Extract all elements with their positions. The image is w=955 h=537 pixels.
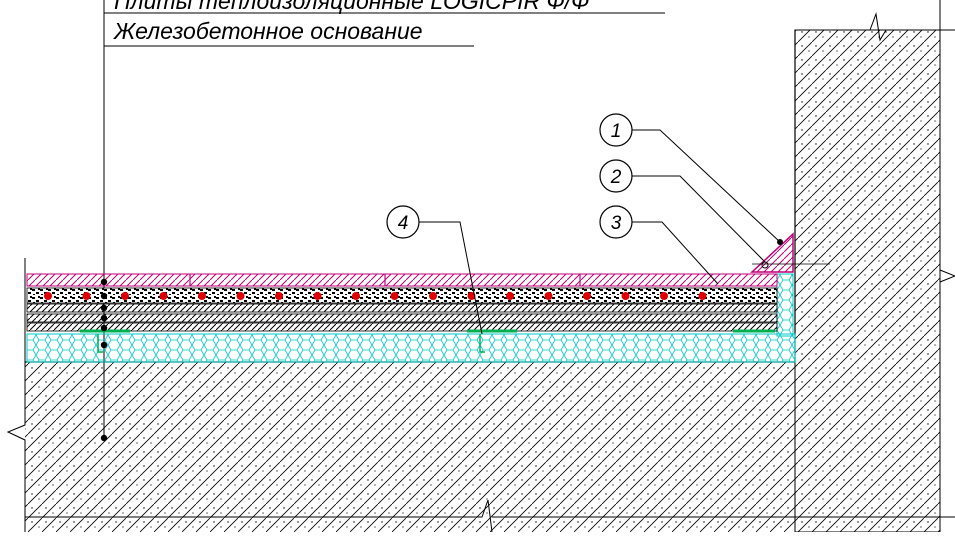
callout-3: 3: [599, 205, 719, 285]
heating-pipe: [660, 292, 668, 300]
insulation-layer: [26, 333, 796, 363]
hatched-layer-3: [26, 322, 778, 332]
heating-pipe: [82, 292, 91, 300]
break-line-right: [939, 0, 955, 532]
heating-pipe: [121, 292, 129, 300]
heating-pipes: [44, 292, 707, 300]
finish-floor-layer: [26, 273, 778, 287]
heating-pipe: [313, 292, 322, 300]
callout-1-number: 1: [611, 121, 622, 142]
heating-pipe: [621, 292, 630, 300]
wall-concrete: [794, 29, 941, 533]
heating-pipe: [44, 292, 52, 300]
heating-pipe: [506, 292, 514, 300]
break-line-bottom: [25, 499, 955, 533]
base-slab-concrete: [25, 362, 795, 532]
heating-pipe: [236, 292, 245, 300]
callout-3-number: 3: [611, 213, 622, 234]
break-line-left: [6, 258, 26, 532]
label-base: Железобетонное основание: [114, 18, 423, 44]
heating-pipe: [352, 292, 360, 300]
heating-pipe: [467, 292, 476, 300]
heating-pipe: [429, 292, 437, 300]
break-line-top: [795, 12, 955, 42]
heating-pipe: [198, 292, 206, 300]
label-top-cut: Плиты теплоизоляционные LOGICPIR Ф/Ф: [114, 0, 590, 14]
callout-1: 1: [599, 113, 783, 245]
edge-insulation-strip: [776, 273, 794, 337]
heating-pipe: [698, 292, 707, 300]
heating-pipe: [390, 292, 399, 300]
callout-4: 4: [386, 205, 483, 335]
heating-pipe: [583, 292, 591, 300]
callout-4-number: 4: [398, 213, 409, 234]
hatched-layer-1: [26, 303, 778, 313]
screed-layer: [26, 287, 778, 304]
heating-pipe: [544, 292, 553, 300]
heating-pipe: [159, 292, 168, 300]
heating-pipe: [275, 292, 283, 300]
callout-2-number: 2: [610, 167, 622, 188]
callout-2: 2: [599, 159, 766, 263]
hatched-layer-2: [26, 313, 778, 323]
skirting-board: [750, 232, 794, 273]
